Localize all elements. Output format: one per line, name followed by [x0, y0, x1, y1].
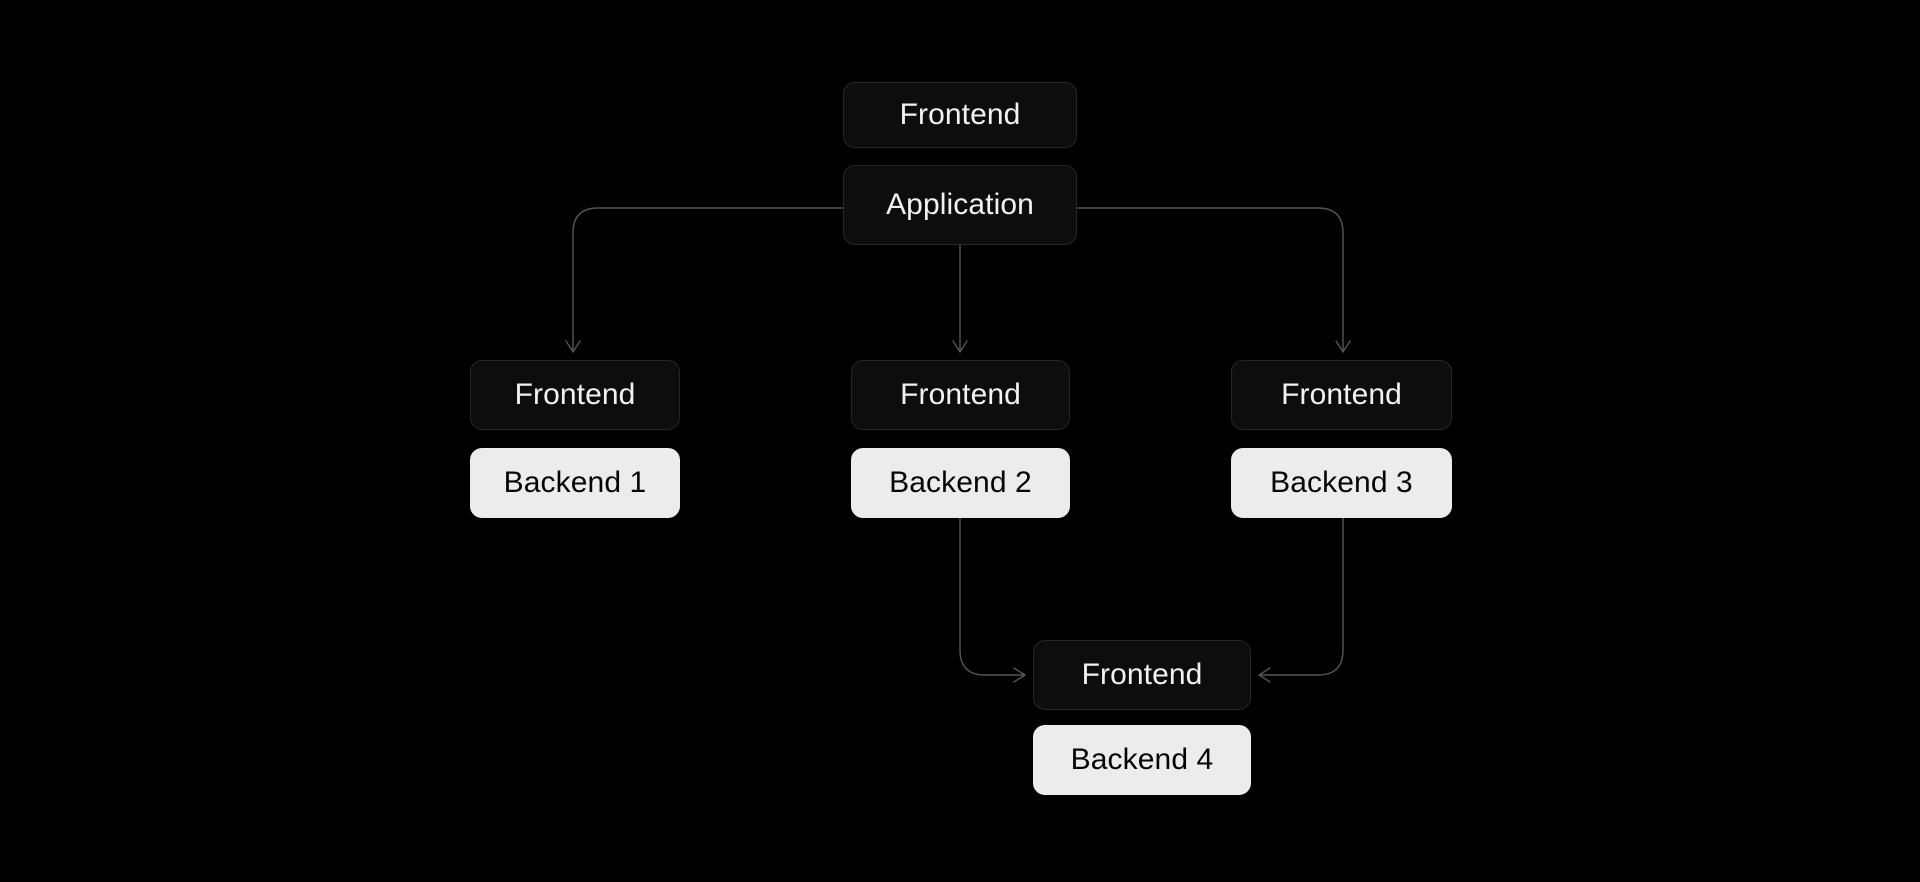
node-backend-2[interactable]: Backend 2: [851, 448, 1070, 518]
node-label: Frontend: [899, 98, 1021, 131]
node-frontend-2[interactable]: Frontend: [851, 360, 1070, 430]
node-label: Backend 4: [1070, 743, 1214, 776]
node-frontend-root[interactable]: Frontend: [843, 82, 1077, 148]
node-label: Frontend: [900, 378, 1021, 411]
edge-application-to-frontend-2: [952, 244, 968, 353]
node-label: Frontend: [1081, 658, 1203, 691]
node-frontend-1[interactable]: Frontend: [470, 360, 680, 430]
node-backend-1[interactable]: Backend 1: [470, 448, 680, 518]
node-frontend-4[interactable]: Frontend: [1033, 640, 1251, 710]
node-backend-4[interactable]: Backend 4: [1033, 725, 1251, 795]
node-backend-3[interactable]: Backend 3: [1231, 448, 1452, 518]
node-label: Backend 3: [1270, 466, 1413, 499]
node-label: Frontend: [1281, 378, 1402, 411]
edge-backend-3-to-frontend-4: [1258, 517, 1344, 683]
node-label: Frontend: [514, 378, 636, 411]
edge-backend-2-to-frontend-4: [959, 517, 1026, 683]
node-label: Backend 1: [503, 466, 647, 499]
node-application[interactable]: Application: [843, 165, 1077, 245]
node-label: Application: [886, 188, 1034, 221]
node-frontend-3[interactable]: Frontend: [1231, 360, 1452, 430]
node-label: Backend 2: [889, 466, 1032, 499]
